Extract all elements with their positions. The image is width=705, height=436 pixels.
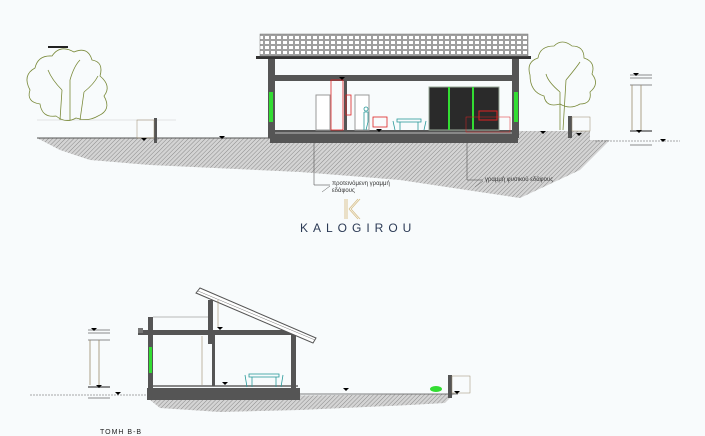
table-chairs-icon-bottom <box>244 373 284 388</box>
proposed-ground-label-1: προτεινόμενη γραμμή <box>332 181 390 187</box>
brand-monogram-icon <box>344 198 361 220</box>
roof-beam <box>256 56 531 59</box>
retaining-wall-left <box>154 118 157 143</box>
ceiling-slab <box>270 75 518 81</box>
window-left <box>269 92 273 122</box>
natural-ground-label: γραμμή φυσικού εδάφους <box>485 177 554 183</box>
section-title: ΤΟΜΗ Β-Β <box>100 429 143 436</box>
window-right <box>514 92 518 122</box>
level-gauge-right <box>630 74 652 146</box>
interior-wall <box>344 77 347 132</box>
proposed-ground-label-2: εδάφους <box>332 188 355 194</box>
tree-right-icon <box>528 41 596 131</box>
top-section <box>26 33 680 198</box>
brand-name: KALOGIROU <box>300 221 417 235</box>
bottom-section <box>30 287 471 412</box>
level-gauge-left <box>88 329 110 399</box>
person-icon <box>363 106 369 131</box>
roof-tiles <box>259 33 529 57</box>
table-chairs-icon <box>392 118 427 131</box>
glazed-door <box>428 86 500 131</box>
tree-left-icon <box>26 48 108 121</box>
bush-icon <box>430 386 442 392</box>
